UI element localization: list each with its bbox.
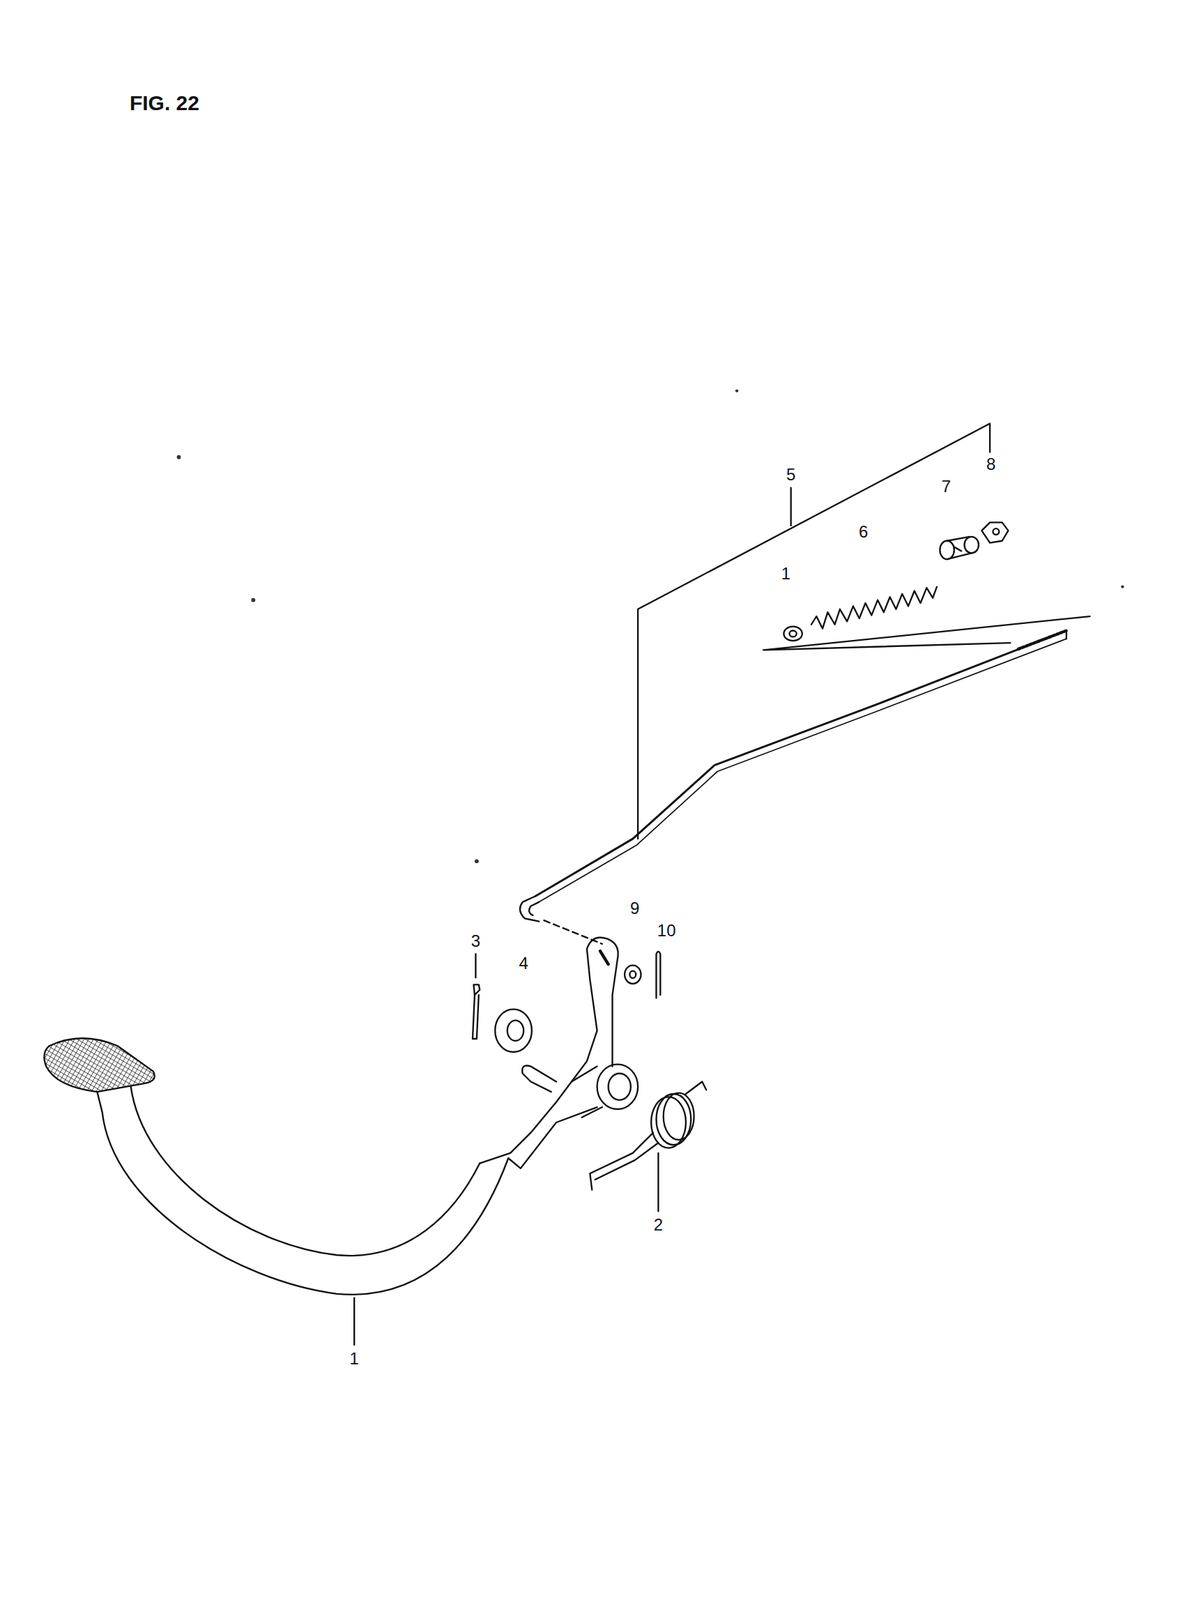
figure-title: FIG. 22 bbox=[129, 92, 200, 114]
callout-number: 8 bbox=[986, 455, 996, 473]
callout-number: 1 bbox=[781, 565, 791, 583]
callout-number: 7 bbox=[941, 478, 951, 495]
callout-number: 9 bbox=[630, 899, 640, 917]
callout-number: 3 bbox=[471, 932, 481, 950]
callout-number: 10 bbox=[657, 922, 677, 939]
callout-number: 5 bbox=[786, 466, 796, 484]
callout-number: 2 bbox=[653, 1216, 663, 1234]
callout-number: 6 bbox=[858, 523, 868, 541]
callout-number: 4 bbox=[518, 954, 528, 972]
callout-number: 1 bbox=[349, 1350, 359, 1367]
